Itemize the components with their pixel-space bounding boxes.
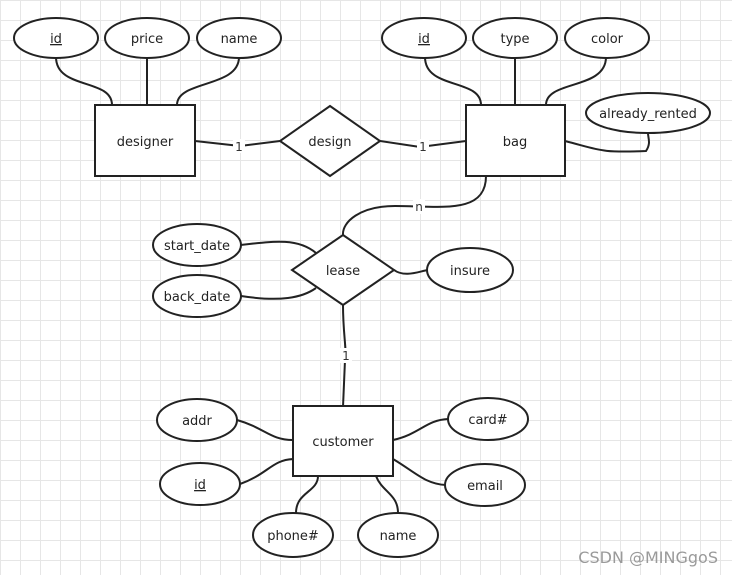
attr-customer-name: name [357,512,439,558]
attr-bag-id-label: id [418,32,430,47]
attr-designer-id: id [13,17,99,59]
entity-customer: customer [292,405,394,477]
cardinality-designer-design: 1 [235,140,243,154]
attr-customer-addr: addr [156,398,238,442]
attr-lease-insure: insure [426,247,514,293]
attr-customer-phone-label: phone# [267,529,319,544]
edge-bag-color [545,56,607,106]
attr-customer-addr-label: addr [182,414,212,429]
attr-lease-back-date-label: back_date [164,290,231,305]
attr-customer-id: id [159,462,241,506]
cardinality-bag-lease: n [415,200,423,214]
entity-customer-label: customer [312,435,374,450]
watermark: CSDN @MINGgoS [578,548,718,567]
cardinality-lease-customer: 1 [342,349,350,363]
attr-customer-card-label: card# [468,413,507,428]
attr-bag-id: id [381,17,467,59]
entity-designer: designer [94,104,196,177]
relationship-lease-label: lease [326,264,360,279]
edge-customer-name [375,475,399,514]
attr-customer-email-label: email [467,479,503,494]
edge-bag-lease [341,175,487,236]
connectors [55,56,651,514]
edge-bag-id [424,56,482,106]
attr-designer-id-label: id [50,32,62,47]
relationship-design: design [278,104,382,178]
entity-designer-label: designer [117,135,174,150]
attr-designer-name-label: name [221,32,258,47]
attr-customer-id-label: id [194,478,206,493]
edge-customer-email [392,458,447,486]
attr-lease-insure-label: insure [450,264,490,279]
attr-bag-already-rented: already_rented [585,92,711,134]
edge-customer-phone [295,475,319,514]
relationship-lease: lease [290,233,396,307]
relationship-design-label: design [308,135,351,150]
entity-bag: bag [465,104,566,177]
edge-lease-start-date [240,240,317,254]
cardinality-design-bag: 1 [419,140,427,154]
attr-designer-name: name [196,17,282,59]
edge-customer-card [392,418,449,441]
attr-lease-start-date-label: start_date [164,239,230,254]
attr-bag-already-rented-label: already_rented [599,107,697,122]
attr-customer-phone: phone# [252,512,334,558]
edge-customer-id [239,458,294,485]
entity-bag-label: bag [503,135,527,150]
attr-bag-color: color [564,17,650,59]
attr-lease-back-date: back_date [152,274,242,318]
attr-bag-type-label: type [500,32,529,47]
edge-designer-name [176,56,240,106]
attr-bag-color-label: color [591,32,624,47]
attr-customer-name-label: name [380,529,417,544]
attr-customer-email: email [444,463,526,507]
attr-customer-card: card# [447,397,529,441]
attr-bag-type: type [472,17,558,59]
edge-lease-insure [393,269,429,275]
edge-bag-already-rented [564,129,651,153]
attr-designer-price-label: price [131,32,163,47]
attr-lease-start-date: start_date [152,223,242,267]
edge-lease-back-date [240,287,317,300]
edge-designer-id [55,56,113,106]
attr-designer-price: price [104,17,190,59]
edge-customer-addr [236,419,294,441]
